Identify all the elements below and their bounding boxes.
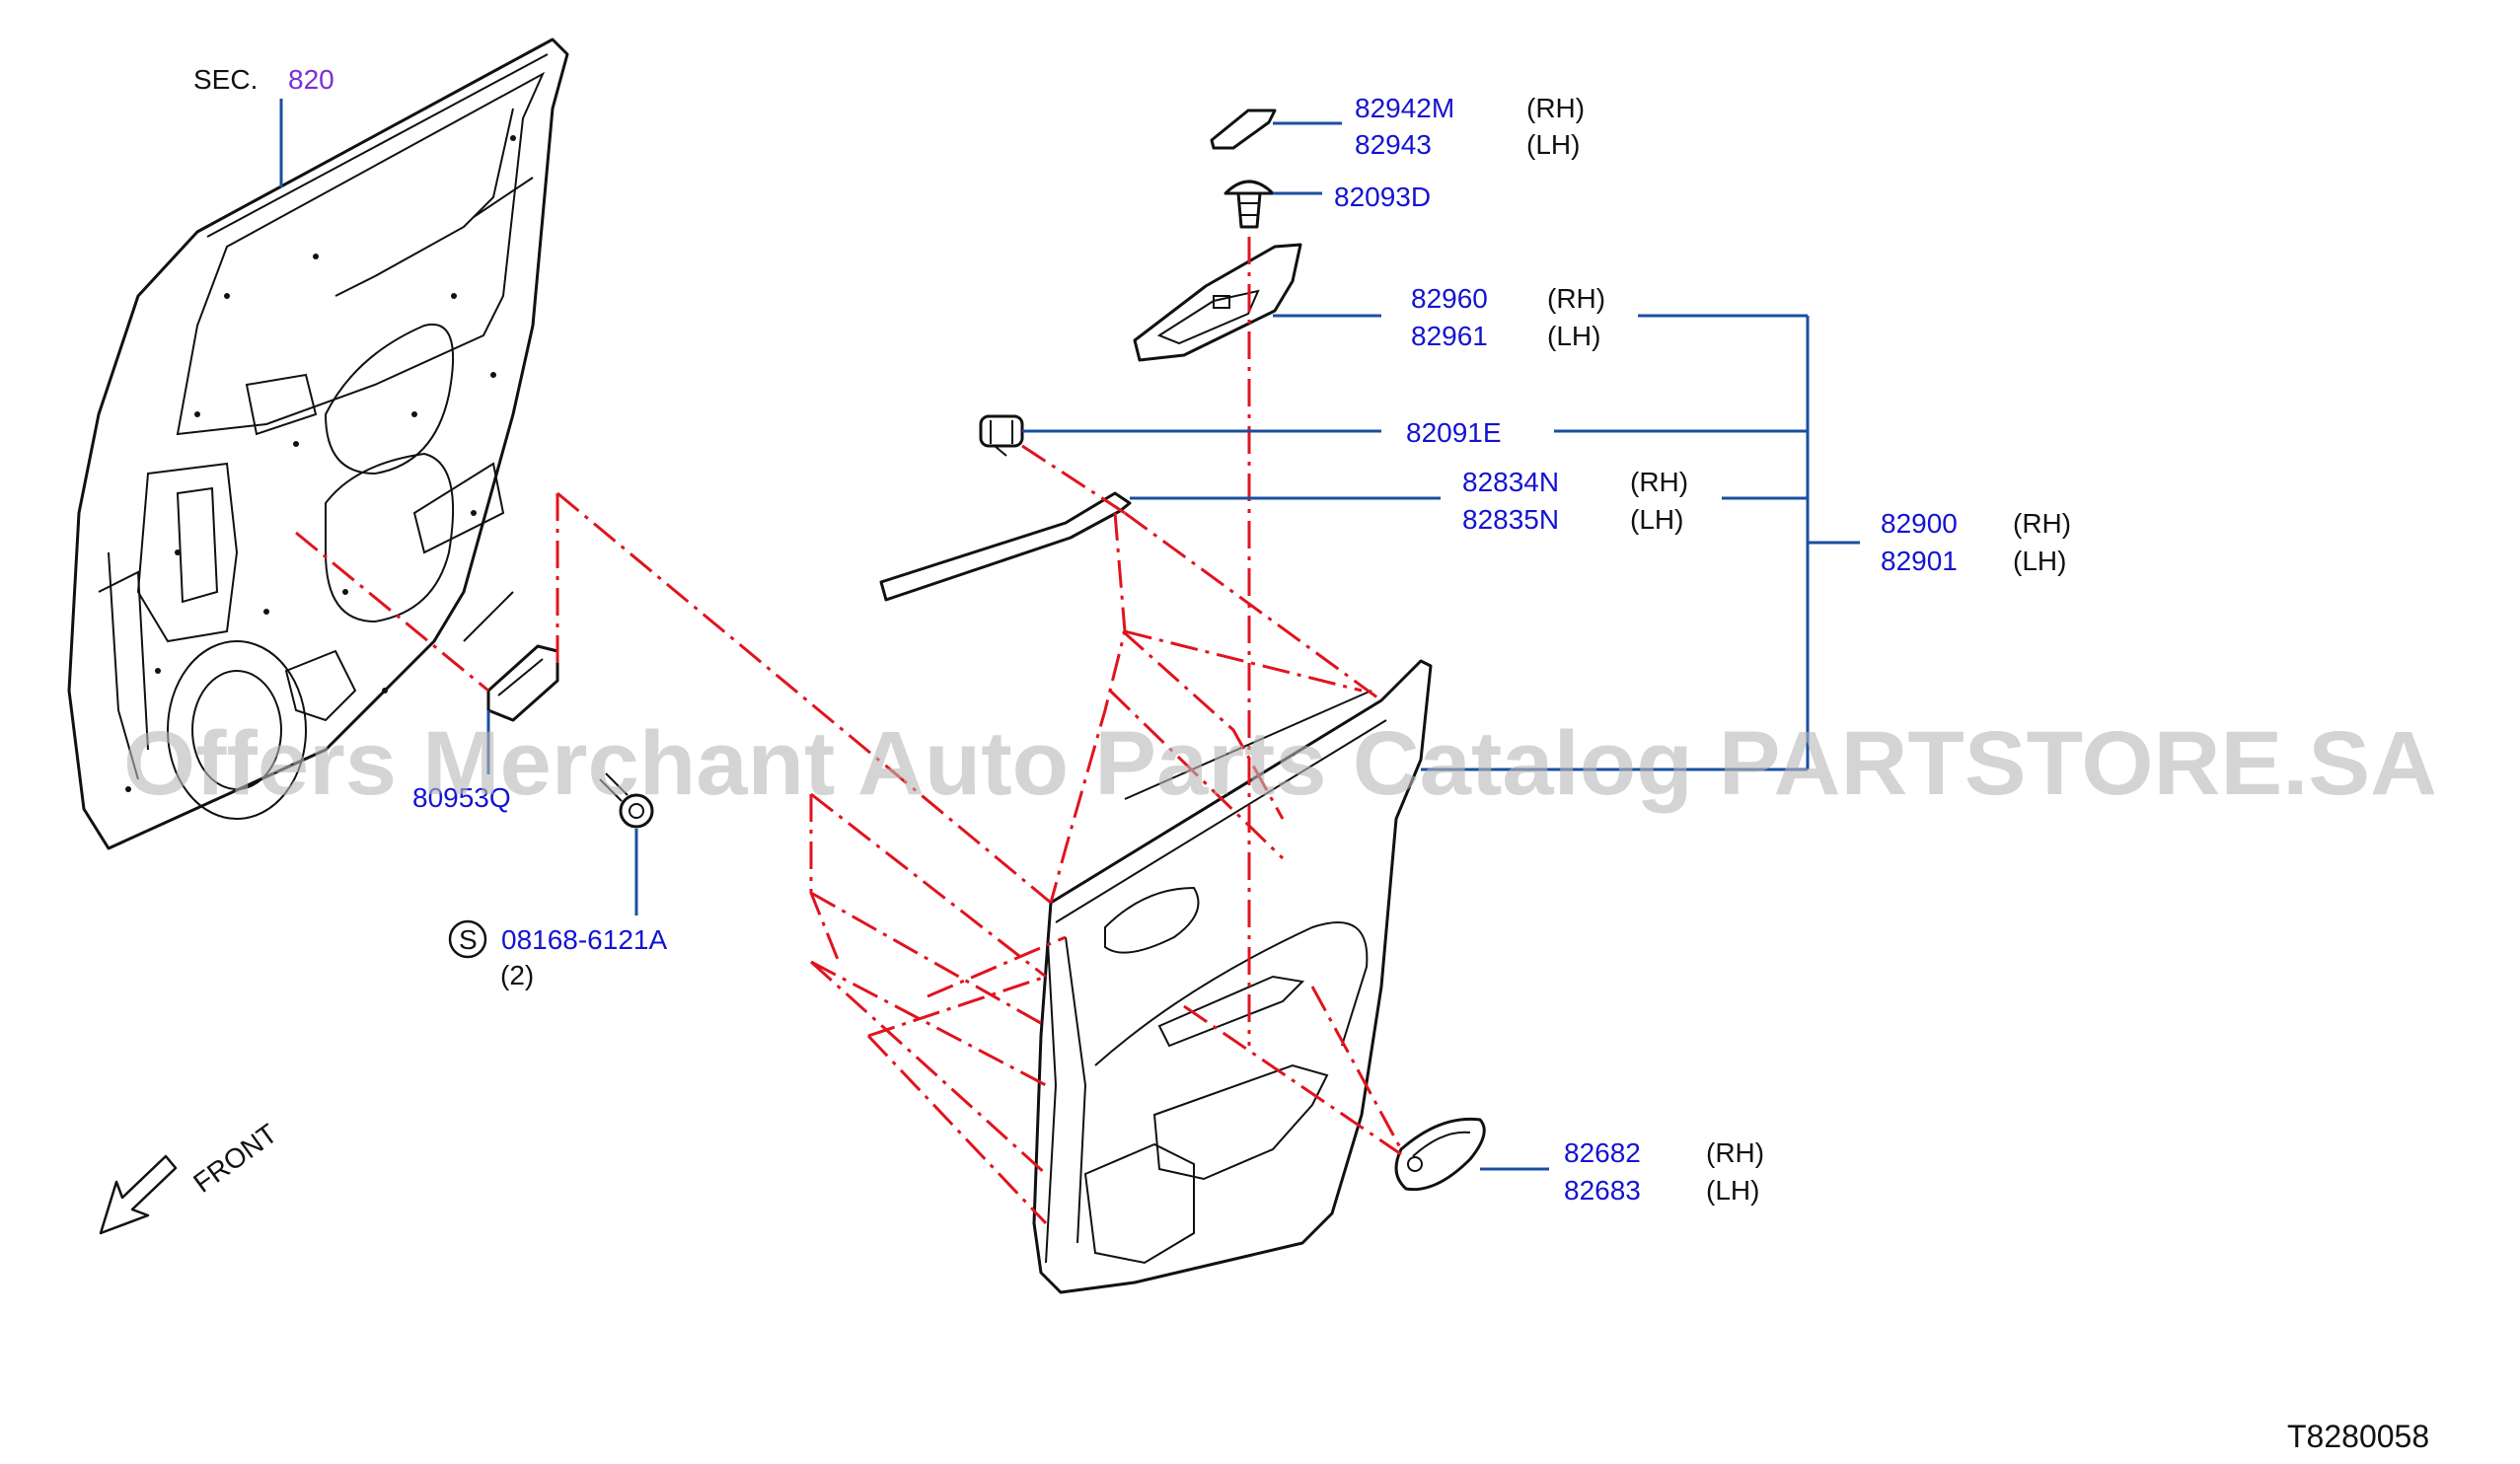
part-number-lh[interactable]: 82683 [1564, 1175, 1641, 1206]
quantity: (2) [500, 960, 534, 990]
door-finisher-assembly [1032, 659, 1433, 1294]
switch-finisher-part [1133, 243, 1302, 362]
watermark: Offers Merchant Auto Parts Catalog PARTS… [123, 713, 2437, 814]
callout-clip-mid: 82091E [1406, 417, 1502, 448]
side-rh: (RH) [1526, 93, 1585, 123]
section-prefix: SEC. [193, 64, 258, 95]
part-number[interactable]: 08168-6121A [501, 924, 667, 955]
part-number-rh[interactable]: 82960 [1411, 283, 1488, 314]
bolt-part [599, 772, 654, 829]
callout-bracket: 80953Q [412, 782, 511, 813]
side-lh: (LH) [1706, 1175, 1759, 1206]
callout-bolt: S 08168-6121A (2) [448, 919, 667, 990]
front-arrow-icon [99, 1154, 178, 1235]
side-lh: (LH) [1547, 321, 1600, 351]
callout-clip-top: 82093D [1334, 182, 1431, 212]
part-number-rh[interactable]: 82682 [1564, 1137, 1641, 1168]
part-number-rh[interactable]: 82900 [1881, 508, 1958, 539]
part-number-lh[interactable]: 82943 [1355, 129, 1432, 160]
part-number-rh[interactable]: 82834N [1462, 467, 1559, 497]
callout-handle-escutcheon: 82682 (RH) 82683 (LH) [1564, 1137, 1764, 1206]
side-rh: (RH) [1706, 1137, 1764, 1168]
standard-part-letter: S [459, 924, 478, 955]
section-reference: SEC. 820 [193, 64, 334, 95]
side-lh: (LH) [1526, 129, 1580, 160]
part-number[interactable]: 80953Q [412, 782, 511, 813]
front-indicator: FRONT [99, 1118, 283, 1235]
section-number: 820 [288, 64, 334, 95]
side-lh: (LH) [2013, 546, 2066, 576]
standard-part-symbol [448, 919, 487, 959]
callout-switch-finisher: 82960 (RH) 82961 (LH) [1411, 283, 1605, 351]
callout-seal-strip: 82834N (RH) 82835N (LH) [1462, 467, 1688, 535]
handle-escutcheon-part [1394, 1117, 1486, 1192]
clip-top-part [1223, 180, 1275, 229]
diagram-code: T8280058 [2287, 1419, 2429, 1454]
leader-lines [279, 99, 1860, 1171]
side-rh: (RH) [1630, 467, 1688, 497]
front-label: FRONT [187, 1118, 282, 1199]
part-number-lh[interactable]: 82901 [1881, 546, 1958, 576]
callout-door-finisher-assy: 82900 (RH) 82901 (LH) [1881, 508, 2071, 576]
part-number[interactable]: 82091E [1406, 417, 1502, 448]
part-number[interactable]: 82093D [1334, 182, 1431, 212]
door-inner-panel [67, 37, 569, 850]
finisher-small-part [1210, 109, 1277, 150]
side-rh: (RH) [2013, 508, 2071, 539]
part-number-lh[interactable]: 82835N [1462, 504, 1559, 535]
part-number-rh[interactable]: 82942M [1355, 93, 1454, 123]
callout-finisher-small: 82942M (RH) 82943 (LH) [1355, 93, 1585, 160]
part-number-lh[interactable]: 82961 [1411, 321, 1488, 351]
clip-mid-part [979, 414, 1024, 457]
side-lh: (LH) [1630, 504, 1683, 535]
bracket-part [486, 644, 559, 722]
side-rh: (RH) [1547, 283, 1605, 314]
assembly-lines [295, 237, 1403, 1225]
seal-strip-part [879, 491, 1132, 602]
